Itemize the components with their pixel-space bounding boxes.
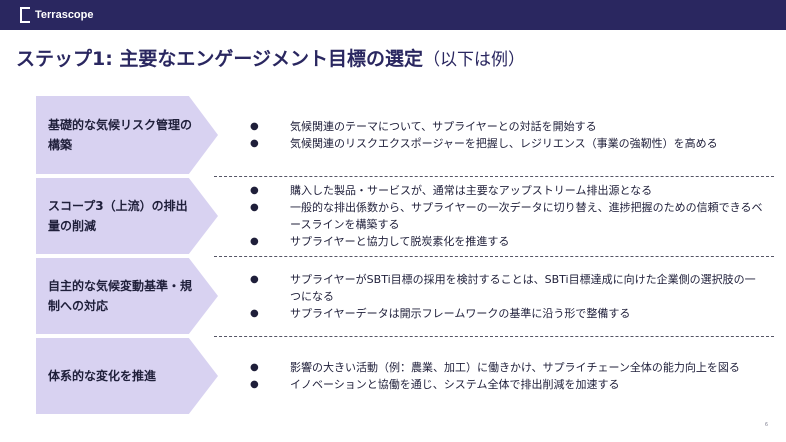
row-divider	[214, 176, 774, 177]
page-title: ステップ1: 主要なエンゲージメント目標の選定（以下は例）	[16, 44, 525, 71]
goal-chevron: 自主的な気候変動基準・規制への対応	[36, 258, 218, 334]
page-number: 6	[764, 422, 768, 428]
goal-row: 体系的な変化を推進 ●影響の大きい活動（例：農業、加工）に働きかけ、サプライチェ…	[36, 338, 774, 414]
goal-label: 体系的な変化を推進	[48, 369, 157, 383]
bullet-item: ●一般的な排出係数から、サプライヤーの一次データに切り替え、進捗把握のための信頼…	[246, 199, 766, 233]
page-title-main: ステップ1: 主要なエンゲージメント目標の選定	[16, 48, 424, 70]
goal-bullets: ●気候関連のテーマについて、サプライヤーとの対話を開始する ●気候関連のリスクエ…	[246, 96, 766, 174]
bullet-item: ●サプライヤーがSBTi目標の採用を検討することは、SBTi目標達成に向けた企業…	[246, 271, 766, 305]
bullet-dot-icon: ●	[250, 202, 259, 213]
goal-chevron: 基礎的な気候リスク管理の構築	[36, 96, 218, 174]
row-divider	[214, 256, 774, 257]
goal-label: 自主的な気候変動基準・規制への対応	[48, 279, 193, 313]
goal-label: スコープ3（上流）の排出量の削減	[48, 199, 188, 233]
bullet-dot-icon: ●	[250, 185, 259, 196]
goal-row: 基礎的な気候リスク管理の構築 ●気候関連のテーマについて、サプライヤーとの対話を…	[36, 96, 774, 174]
page-title-sub: （以下は例）	[423, 50, 526, 70]
goal-row: 自主的な気候変動基準・規制への対応 ●サプライヤーがSBTi目標の採用を検討する…	[36, 258, 774, 334]
bullet-dot-icon: ●	[250, 121, 259, 132]
goal-bullets: ●購入した製品・サービスが、通常は主要なアップストリーム排出源となる ●一般的な…	[246, 178, 766, 254]
bullet-item: ●気候関連のテーマについて、サプライヤーとの対話を開始する	[246, 118, 766, 135]
goal-chevron: スコープ3（上流）の排出量の削減	[36, 178, 218, 254]
goal-bullets: ●サプライヤーがSBTi目標の採用を検討することは、SBTi目標達成に向けた企業…	[246, 258, 766, 334]
goal-row: スコープ3（上流）の排出量の削減 ●購入した製品・サービスが、通常は主要なアップ…	[36, 178, 774, 254]
bullet-dot-icon: ●	[250, 138, 259, 149]
bullet-dot-icon: ●	[250, 273, 259, 285]
bullet-item: ●影響の大きい活動（例：農業、加工）に働きかけ、サプライチェーン全体の能力向上を…	[246, 359, 766, 376]
terrascope-logo-icon	[20, 7, 30, 23]
brand-name: Terrascope	[35, 9, 94, 21]
bullet-item: ●サプライヤーと協力して脱炭素化を推進する	[246, 233, 766, 250]
bullet-dot-icon: ●	[250, 236, 259, 247]
row-divider	[214, 336, 774, 337]
goal-bullets: ●影響の大きい活動（例：農業、加工）に働きかけ、サプライチェーン全体の能力向上を…	[246, 338, 766, 414]
terrascope-logo: Terrascope	[20, 7, 94, 23]
bullet-dot-icon: ●	[250, 362, 259, 373]
bullet-item: ●購入した製品・サービスが、通常は主要なアップストリーム排出源となる	[246, 182, 766, 199]
bullet-item: ●気候関連のリスクエクスポージャーを把握し、レジリエンス（事業の強靭性）を高める	[246, 135, 766, 152]
goal-label: 基礎的な気候リスク管理の構築	[48, 118, 193, 152]
goal-chevron: 体系的な変化を推進	[36, 338, 218, 414]
top-bar: Terrascope	[0, 0, 786, 30]
bullet-dot-icon: ●	[250, 379, 259, 390]
bullet-dot-icon: ●	[250, 307, 259, 319]
bullet-item: ●サプライヤーデータは開示フレームワークの基準に沿う形で整備する	[246, 305, 766, 322]
bullet-item: ●イノベーションと協働を通じ、システム全体で排出削減を加速する	[246, 376, 766, 393]
